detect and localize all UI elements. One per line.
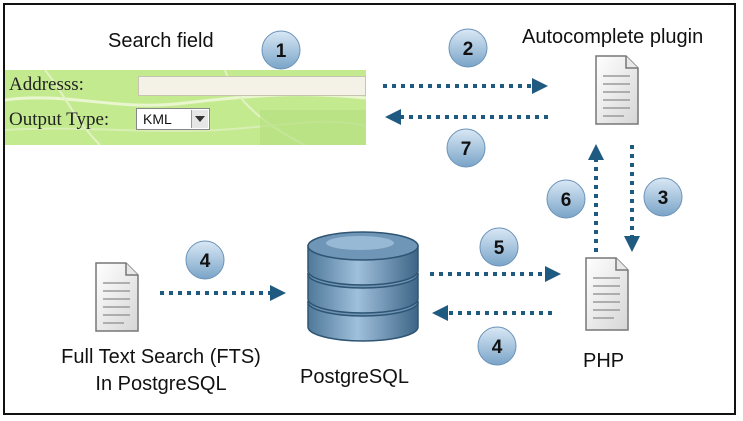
- diagram-frame: [3, 3, 736, 415]
- output-type-value: KML: [143, 111, 172, 127]
- arrow-6: [588, 144, 604, 252]
- address-label: Addresss:: [9, 74, 84, 95]
- chevron-down-icon[interactable]: [191, 110, 208, 128]
- step-badge-5: 5: [479, 227, 519, 267]
- arrow-2: [383, 78, 548, 94]
- output-type-select[interactable]: KML: [136, 108, 210, 130]
- svg-text:4: 4: [492, 337, 503, 358]
- address-input[interactable]: [138, 76, 366, 96]
- svg-text:6: 6: [561, 190, 572, 211]
- database-icon: [307, 231, 419, 342]
- svg-text:4: 4: [200, 251, 211, 272]
- step-badge-4-php: 4: [477, 326, 517, 366]
- php-document-icon: [585, 257, 629, 331]
- arrow-3: [624, 145, 640, 252]
- step-badge-1: 1: [261, 30, 301, 70]
- arrow-4-fts: [160, 285, 286, 301]
- arrow-4-php: [432, 305, 552, 321]
- svg-text:3: 3: [658, 188, 669, 209]
- fts-document-icon: [95, 262, 139, 332]
- search-form-screenshot: Addresss: Output Type: KML: [5, 70, 366, 145]
- search-field-label: Search field: [108, 30, 214, 52]
- postgresql-label: PostgreSQL: [300, 366, 409, 388]
- autocomplete-plugin-label: Autocomplete plugin: [522, 26, 704, 48]
- step-badge-2: 2: [448, 28, 488, 68]
- step-badge-4-fts: 4: [185, 240, 225, 280]
- fts-label-line1: Full Text Search (FTS): [61, 346, 261, 368]
- arrow-5: [430, 266, 561, 282]
- autocomplete-document-icon: [595, 55, 639, 125]
- svg-text:7: 7: [461, 139, 472, 160]
- svg-text:1: 1: [276, 41, 287, 62]
- arrow-7: [385, 109, 548, 125]
- svg-text:2: 2: [463, 39, 474, 60]
- step-badge-3: 3: [643, 177, 683, 217]
- php-label: PHP: [583, 350, 625, 372]
- step-badge-6: 6: [546, 179, 586, 219]
- step-badge-7: 7: [446, 128, 486, 168]
- svg-text:5: 5: [494, 238, 505, 259]
- fts-label-line2: In PostgreSQL: [95, 373, 227, 395]
- output-type-label: Output Type:: [9, 109, 110, 130]
